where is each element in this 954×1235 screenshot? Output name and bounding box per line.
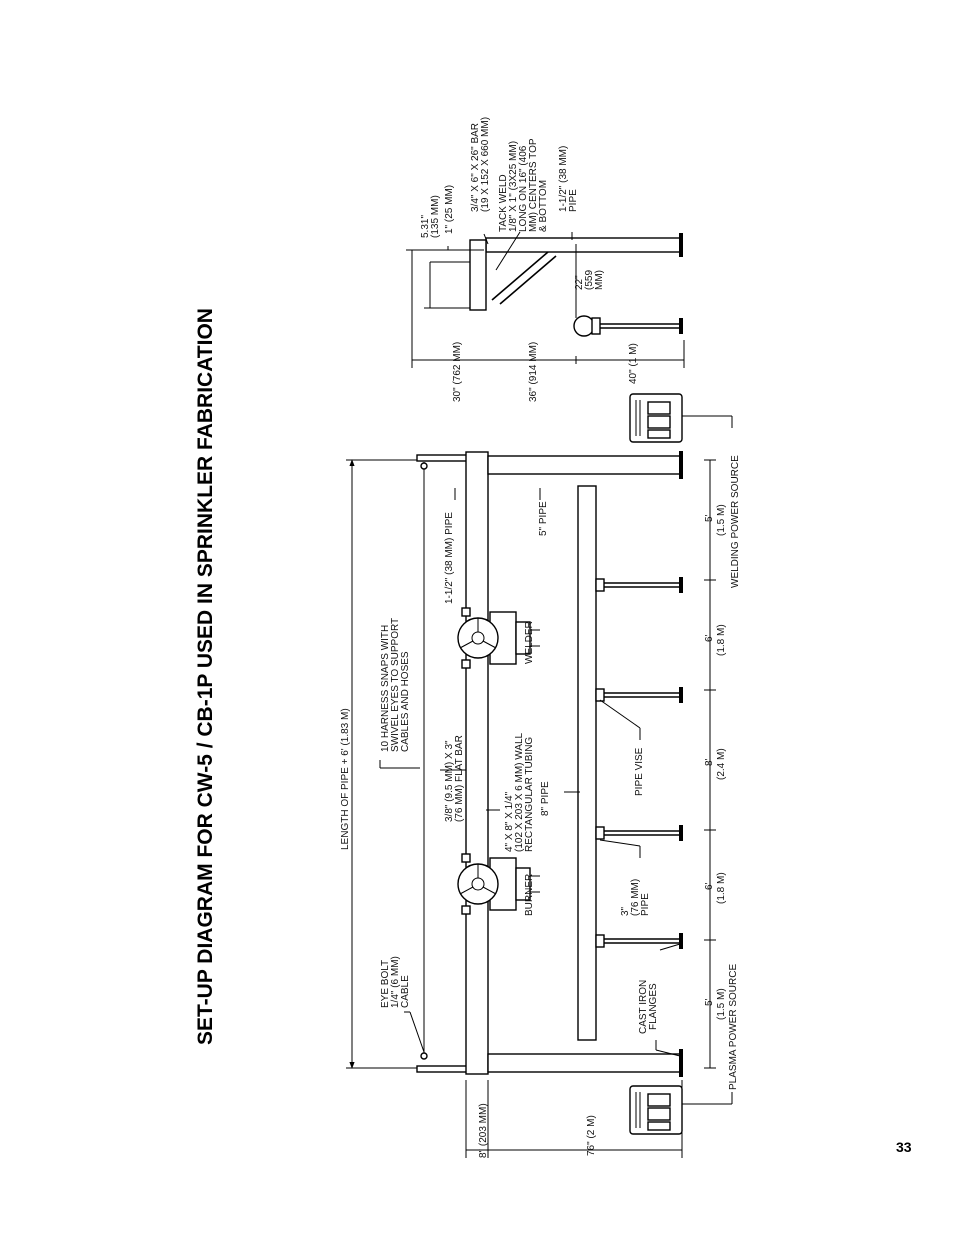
pipe-3in-label-1: 3" — [620, 906, 631, 916]
pipe-8in-label: 8" PIPE — [540, 781, 551, 816]
side-dim-22in-label-2: (559 — [584, 270, 595, 290]
side-pipe-section — [573, 315, 595, 337]
pipe-vise-label: PIPE VISE — [634, 747, 645, 796]
span-5-label-2: (1.5 M) — [716, 504, 727, 536]
8in-pipe-workpiece — [577, 485, 597, 1041]
welder-unit — [457, 607, 540, 669]
side-dim-22in-label-3: MM) — [594, 270, 605, 290]
eye-bolt-bottom — [420, 1052, 428, 1060]
pipe-3in-label-2: (76 MM) — [630, 879, 641, 916]
plasma-power-source-label: PLASMA POWER SOURCE — [728, 964, 739, 1090]
span-5-label-1: 5' — [704, 514, 715, 522]
tubing-label-2: (102 X 203 X 6 MM) WALL — [514, 732, 525, 852]
side-bar-label-1: 3/4" X 6" X 26" BAR — [470, 123, 481, 212]
dim-203mm-label: 8" (203 MM) — [478, 1103, 489, 1158]
burner-unit — [457, 853, 540, 915]
page-number: 33 — [896, 1139, 912, 1155]
eye-bolt-top — [420, 462, 428, 470]
pipe-vise-stands — [595, 577, 683, 949]
span-3-label-2: (2.4 M) — [716, 748, 727, 780]
harness-snaps-label-1: 10 HARNESS SNAPS WITH — [380, 625, 391, 752]
side-dim-531-label-2: (135 MM) — [430, 195, 441, 238]
front-view — [346, 393, 733, 1158]
side-dim-531-label-1: 5.31" — [420, 215, 431, 238]
span-2-label-2: (1.8 M) — [716, 872, 727, 904]
side-dim-30in-label: 30" (762 MM) — [452, 342, 463, 402]
dim-76in-label: 76" (2 M) — [586, 1115, 597, 1156]
rectangular-tubing — [465, 451, 489, 1075]
flanges-label-1: CAST IRON — [638, 980, 649, 1034]
span-1-label-1: 5' — [704, 998, 715, 1006]
span-4-label-1: 6' — [704, 634, 715, 642]
span-2-label-1: 6' — [704, 882, 715, 890]
side-tack-label-1: TACK WELD — [498, 174, 509, 232]
top-leg-5in-pipe — [487, 455, 681, 475]
pipe-3in-label-3: PIPE — [640, 893, 651, 916]
bottom-leg-5in-pipe — [487, 1053, 681, 1073]
side-pipe-label-1: 1-1/2" (38 MM) — [558, 146, 569, 212]
harness-snaps-label-2: SWIVEL EYES TO SUPPORT — [390, 618, 401, 752]
flanges-label-2: FLANGES — [648, 983, 659, 1030]
side-tack-label-3: LONG ON 16" (406 — [518, 145, 529, 232]
side-top-bar — [469, 239, 487, 311]
page-title: SET-UP DIAGRAM FOR CW-5 / CB-1P USED IN … — [194, 308, 217, 1045]
side-tack-label-5: & BOTTOM — [538, 180, 549, 232]
eye-bolt-label-3: CABLE — [400, 975, 411, 1008]
welding-power-source-label: WELDING POWER SOURCE — [730, 455, 741, 588]
pipe-5in-label: 5" PIPE — [538, 501, 549, 536]
side-bar-label-2: (19 X 152 X 660 MM) — [480, 117, 491, 212]
tubing-label-1: 4" X 8" X 1/4" — [504, 791, 515, 852]
side-pipe-label-2: PIPE — [568, 189, 579, 212]
flat-bar-label-2: (76 MM) FLAT BAR — [454, 735, 465, 822]
side-tack-label-4: MM) CENTERS TOP — [528, 138, 539, 232]
side-dim-1in-label: 1" (25 MM) — [444, 185, 455, 234]
pipe-38mm-label: 1-1/2" (38 MM) PIPE — [444, 512, 455, 604]
span-1-label-2: (1.5 M) — [716, 988, 727, 1020]
tubing-label-3: RECTANGULAR TUBING — [524, 737, 535, 852]
welding-power-source — [629, 393, 683, 443]
flat-bar-label-1: 3/8" (9.5 MM) X 3" — [444, 740, 455, 822]
harness-snaps-label-3: CABLES AND HOSES — [400, 651, 411, 752]
eye-bolt-label-1: EYE BOLT — [380, 960, 391, 1008]
side-dim-22in-label-1: 22" — [574, 275, 585, 290]
eye-bolt-label-2: 1/4" (6 MM) — [390, 956, 401, 1008]
span-3-label-1: 8' — [704, 758, 715, 766]
span-4-label-2: (1.8 M) — [716, 624, 727, 656]
length-of-pipe-label: LENGTH OF PIPE + 6' (1.83 M) — [340, 708, 351, 850]
welder-label: WELDER — [524, 621, 535, 664]
side-dim-36in-label: 36" (914 MM) — [528, 342, 539, 402]
plasma-power-source — [629, 1085, 683, 1135]
side-tack-label-2: 1/8" X 1" (3X25 MM) — [508, 141, 519, 232]
burner-label: BURNER — [524, 874, 535, 916]
side-view — [406, 231, 685, 368]
side-dim-40in-label: 40" (1 M) — [628, 343, 639, 384]
